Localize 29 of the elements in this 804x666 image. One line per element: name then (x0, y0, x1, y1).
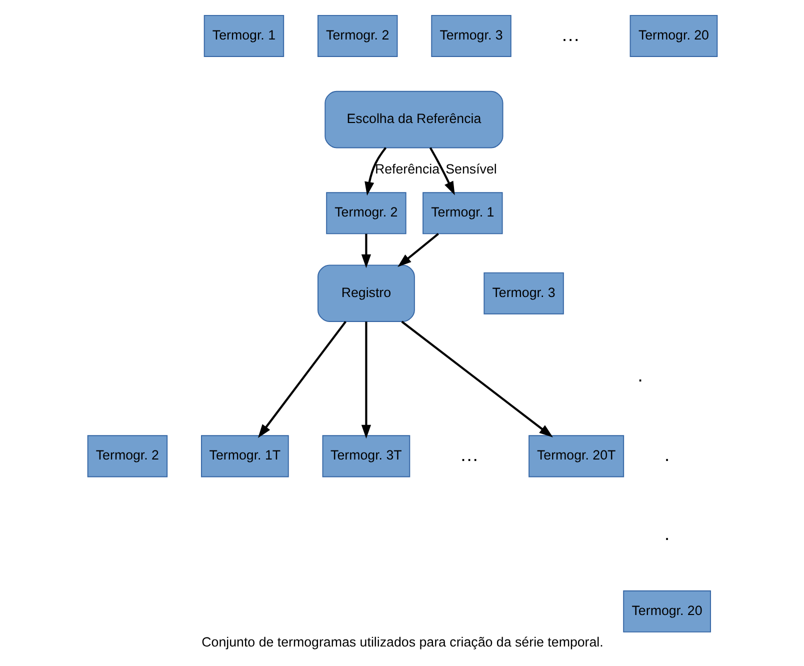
label: . (664, 444, 670, 466)
arrow (364, 147, 386, 196)
edge-label: Referência (374, 162, 440, 177)
arrow (360, 322, 371, 439)
label: … (459, 444, 478, 466)
arrow (428, 147, 454, 196)
node-box: Termogr. 20 (629, 14, 718, 57)
node-box: Termogr. 1 (203, 14, 284, 57)
node-box: Termogr. 3 (483, 272, 564, 314)
arrow (257, 320, 346, 438)
node-box: Termogr. 2 (317, 14, 398, 57)
label: … (560, 24, 580, 46)
node-box: Termogr. 20 (622, 590, 710, 632)
arrow (397, 233, 438, 267)
arrow (400, 320, 552, 438)
node-box: Termogr. 3T (322, 435, 410, 478)
caption: Conjunto de termogramas utilizados para criação da série temporal. (201, 634, 603, 650)
node-box: Registro (317, 264, 414, 322)
label: . (637, 366, 642, 387)
node-box: Termogr. 2 (326, 192, 406, 234)
node-box: Termogr. 3 (430, 14, 511, 57)
node-box: Termogr. 1 (422, 192, 502, 234)
label: . (664, 524, 670, 546)
arrow (360, 234, 371, 268)
node-box: Termogr. 1T (200, 435, 288, 478)
node-box: Termogr. 20T (528, 435, 624, 478)
edge-label: Sensível (445, 162, 496, 177)
node-box: Escolha da Referência (324, 90, 503, 148)
node-box: Termogr. 2 (86, 435, 168, 478)
